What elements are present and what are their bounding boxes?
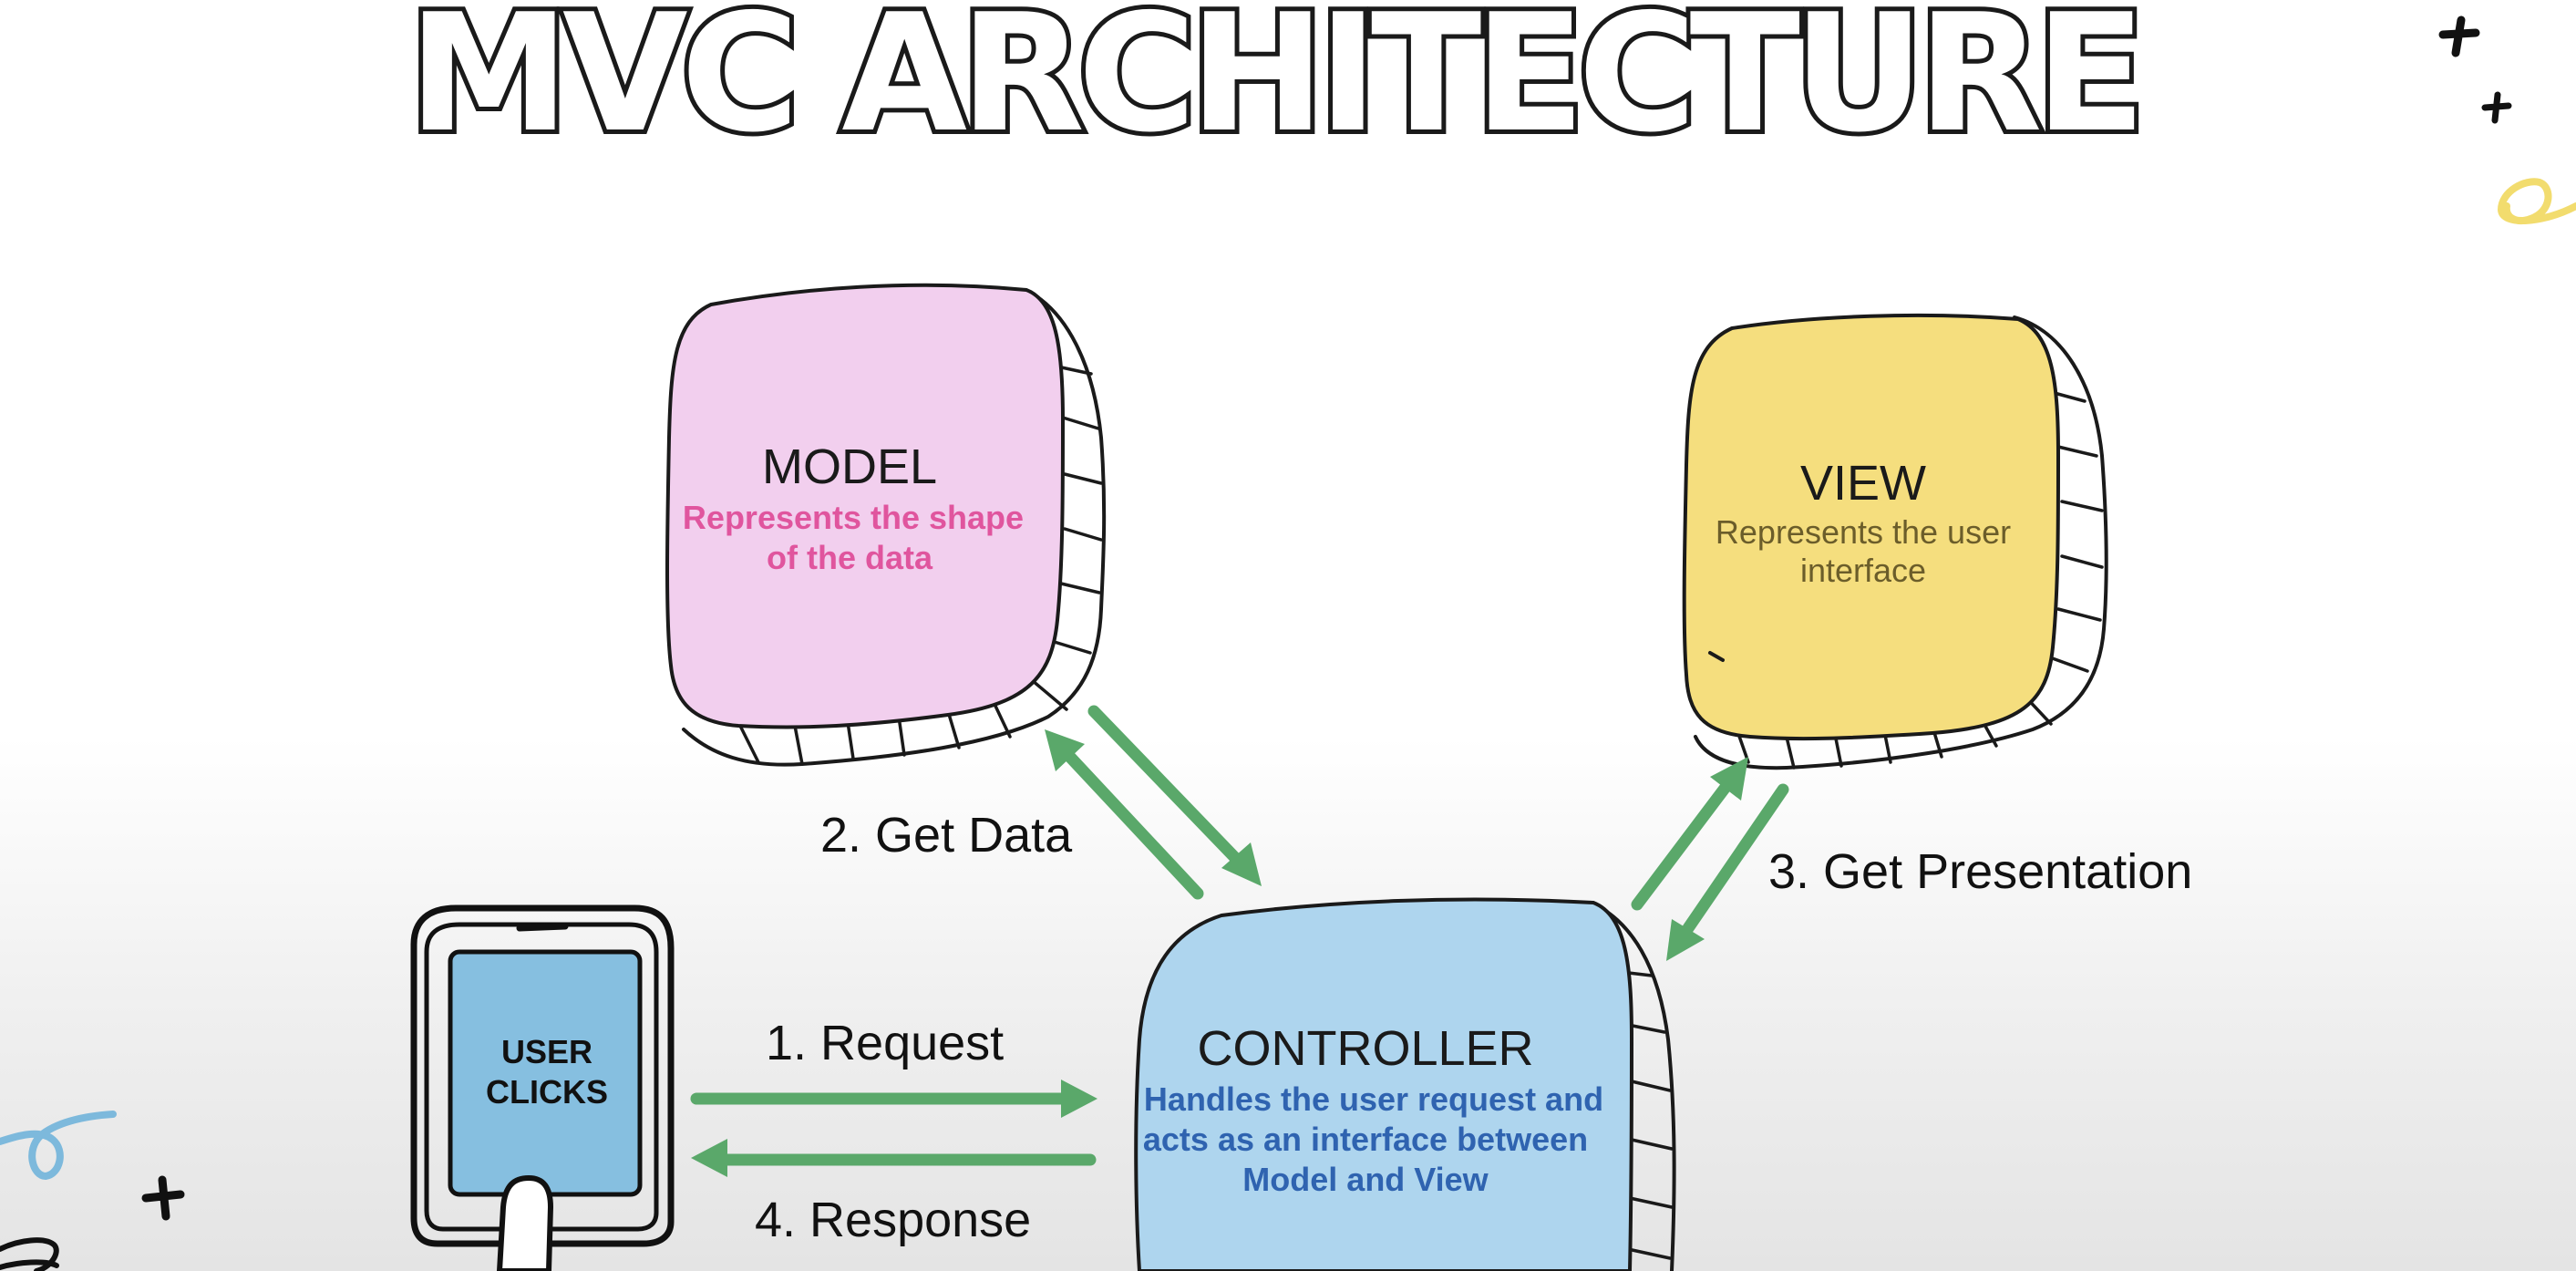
controller-desc-line-3: Model and View (1242, 1161, 1489, 1198)
view-desc-line-2: interface (1800, 552, 1926, 589)
controller-desc-line-1: Handles the user request and (1144, 1080, 1603, 1118)
cup-doodle (0, 1237, 59, 1271)
get-presentation-arrow-down (1666, 783, 1789, 961)
user-label-line-2: CLICKS (486, 1073, 608, 1111)
request-label: 1. Request (766, 1016, 1004, 1070)
controller-face (1134, 897, 1634, 1271)
sparkle-icon (2481, 91, 2512, 124)
controller-box: CONTROLLER Handles the user request and … (1134, 897, 1676, 1271)
finger-icon (496, 1174, 554, 1271)
view-box: VIEW Represents the user interface (1682, 313, 2108, 770)
user-label-line-1: USER (501, 1033, 592, 1070)
get-presentation-arrow-up (1631, 757, 1748, 911)
controller-desc-line-2: acts as an interface between (1143, 1121, 1588, 1158)
get-data-arrow-down (1087, 705, 1262, 886)
page-title: MVC ARCHITECTURE (408, 0, 2138, 168)
get-data-arrow-up (1045, 729, 1204, 900)
sparkle-icon (141, 1175, 185, 1221)
get-presentation-label: 3. Get Presentation (1768, 844, 2192, 899)
sparkle-icon (2438, 16, 2480, 57)
response-arrow (691, 1139, 1097, 1177)
model-title: MODEL (762, 439, 937, 494)
model-box: MODEL Represents the shape of the data (665, 283, 1107, 767)
view-desc-line-1: Represents the user (1716, 513, 2011, 551)
model-desc-line-2: of the data (767, 539, 933, 576)
user-phone: USER CLICKS (410, 904, 675, 1271)
request-arrow (690, 1080, 1097, 1118)
model-desc-line-1: Represents the shape (683, 499, 1024, 536)
swirl-icon (0, 1111, 117, 1181)
controller-title: CONTROLLER (1197, 1021, 1533, 1076)
get-data-label: 2. Get Data (820, 808, 1073, 863)
view-title: VIEW (1800, 456, 1926, 511)
view-face (1682, 313, 2061, 741)
response-label: 4. Response (755, 1193, 1031, 1247)
swirl-icon (2497, 178, 2576, 225)
model-face (665, 283, 1066, 729)
